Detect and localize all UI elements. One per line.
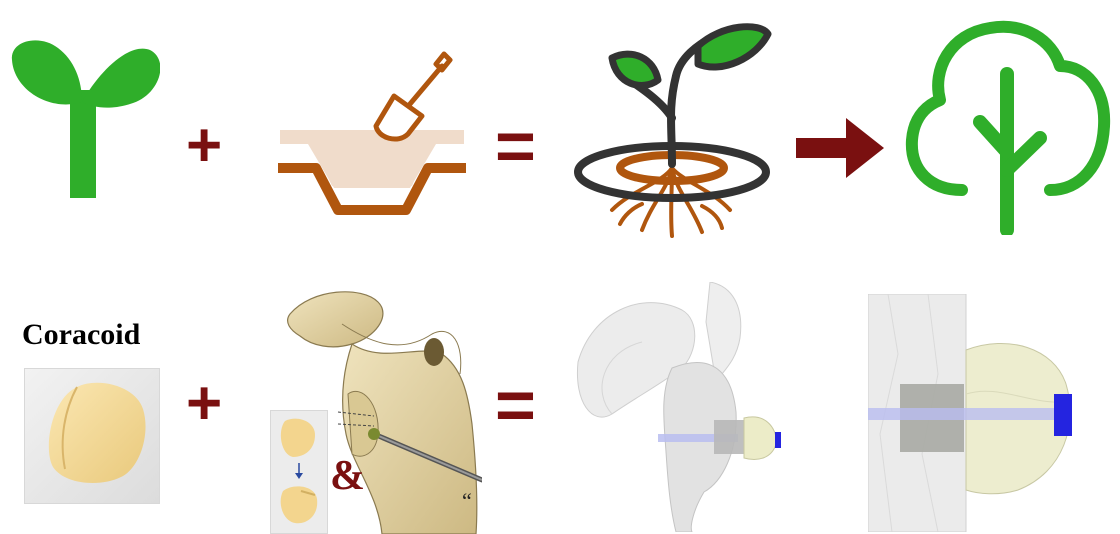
seedling-icon [10, 30, 160, 202]
shoulder-model-with-graft [572, 282, 782, 532]
plus-sign-top: + [186, 110, 222, 181]
graft-fixation-closeup [868, 294, 1088, 532]
equals-sign-bottom: = [495, 365, 536, 445]
tree-icon [900, 10, 1115, 235]
arrow-right-icon [796, 118, 884, 178]
coracoid-graft-render [24, 368, 160, 504]
figure-mark: “ [462, 488, 472, 514]
coracoid-label: Coracoid [22, 318, 140, 352]
planted-seedling-icon [572, 18, 772, 243]
plus-sign-bottom: + [186, 368, 222, 439]
planting-hole-icon [272, 40, 472, 220]
equals-sign-top: = [495, 106, 536, 186]
ampersand-sign: & [330, 452, 365, 500]
graft-transfer-inset [270, 410, 328, 534]
